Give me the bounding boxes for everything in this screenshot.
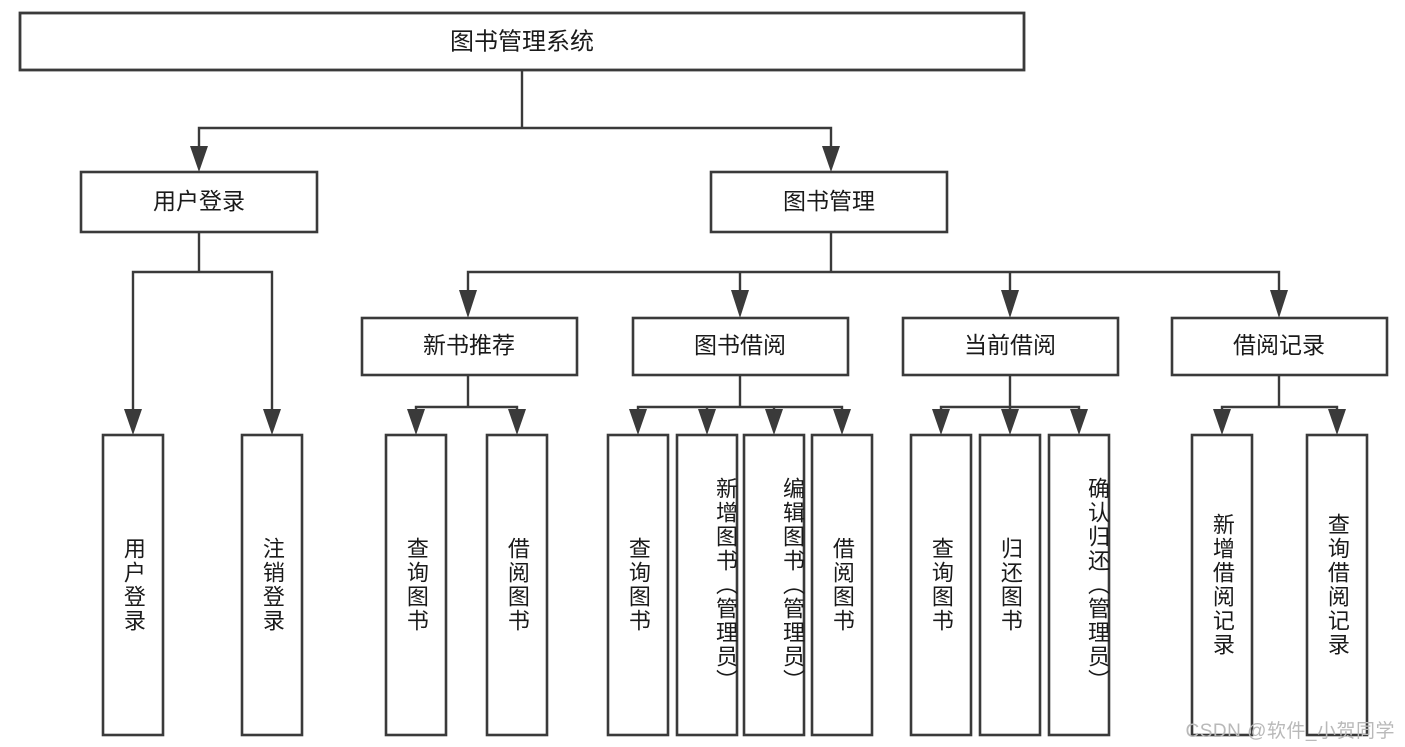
node-root-label: 图书管理系统	[450, 28, 594, 55]
link-book-borrow-to-bus	[636, 373, 844, 414]
leaf-box-query-book-3[interactable]	[909, 433, 973, 737]
leaf-box-layer	[101, 433, 1369, 737]
node-book-manage[interactable]: 图书管理	[709, 170, 949, 234]
link-current-borrow-to-bus	[939, 373, 1081, 414]
arrow-to-leaf-query-record	[1328, 409, 1346, 435]
arrow-to-book-borrow	[731, 290, 749, 318]
arrow-to-leaf-borrow-book-1	[508, 409, 526, 435]
arrow-to-leaf-query-book-1	[407, 409, 425, 435]
arrow-to-leaf-user-login	[124, 409, 142, 435]
node-current-borrow-label: 当前借阅	[964, 332, 1056, 358]
arrow-to-current-borrow	[1001, 290, 1019, 318]
arrow-to-leaf-edit-book	[765, 409, 783, 435]
leaf-box-user-login[interactable]	[101, 433, 165, 737]
arrow-to-borrow-record	[1270, 290, 1288, 318]
arrow-to-leaf-query-book-2	[629, 409, 647, 435]
node-new-book-recommend-label: 新书推荐	[423, 332, 515, 358]
link-new-book-recommend-to-bus	[414, 373, 519, 414]
leaf-box-edit-book[interactable]	[742, 433, 806, 737]
node-book-borrow-label: 图书借阅	[694, 332, 786, 358]
node-current-borrow[interactable]: 当前借阅	[901, 316, 1120, 377]
node-book-borrow[interactable]: 图书借阅	[631, 316, 850, 377]
link-root-to-bus	[197, 68, 833, 152]
arrow-to-leaf-confirm-return	[1070, 409, 1088, 435]
node-user-login[interactable]: 用户登录	[79, 170, 319, 234]
node-borrow-record-label: 借阅记录	[1233, 332, 1325, 358]
arrow-to-new-book-recommend	[459, 290, 477, 318]
arrow-to-leaf-add-record	[1213, 409, 1231, 435]
connector-layer	[124, 68, 1346, 435]
link-borrow-record-to-bus	[1220, 373, 1339, 414]
arrow-to-leaf-add-book	[698, 409, 716, 435]
link-user-login-to-bus	[131, 230, 274, 414]
arrow-to-leaf-query-book-3	[932, 409, 950, 435]
leaf-box-borrow-book-2[interactable]	[810, 433, 874, 737]
leaf-box-logout[interactable]	[240, 433, 304, 737]
leaf-box-add-book[interactable]	[675, 433, 739, 737]
arrow-to-book-manage	[822, 146, 840, 172]
leaf-box-query-book-1[interactable]	[384, 433, 448, 737]
arrow-to-leaf-borrow-book-2	[833, 409, 851, 435]
arrow-to-user-login	[190, 146, 208, 172]
leaf-box-confirm-return[interactable]	[1047, 433, 1111, 737]
leaf-box-borrow-book-1[interactable]	[485, 433, 549, 737]
leaf-box-query-book-2[interactable]	[606, 433, 670, 737]
leaf-box-query-record[interactable]	[1305, 433, 1369, 737]
node-user-login-label: 用户登录	[153, 188, 245, 214]
leaf-box-return-book[interactable]	[978, 433, 1042, 737]
node-book-manage-label: 图书管理	[783, 188, 875, 214]
node-new-book-recommend[interactable]: 新书推荐	[360, 316, 579, 377]
csdn-watermark: CSDN @软件_小贺同学	[1185, 721, 1395, 742]
link-book-manage-to-bus	[466, 230, 1281, 294]
leaf-box-add-record[interactable]	[1190, 433, 1254, 737]
arrow-to-leaf-return-book	[1001, 409, 1019, 435]
node-root[interactable]: 图书管理系统	[18, 11, 1026, 72]
node-borrow-record[interactable]: 借阅记录	[1170, 316, 1389, 377]
arrow-to-leaf-logout	[263, 409, 281, 435]
